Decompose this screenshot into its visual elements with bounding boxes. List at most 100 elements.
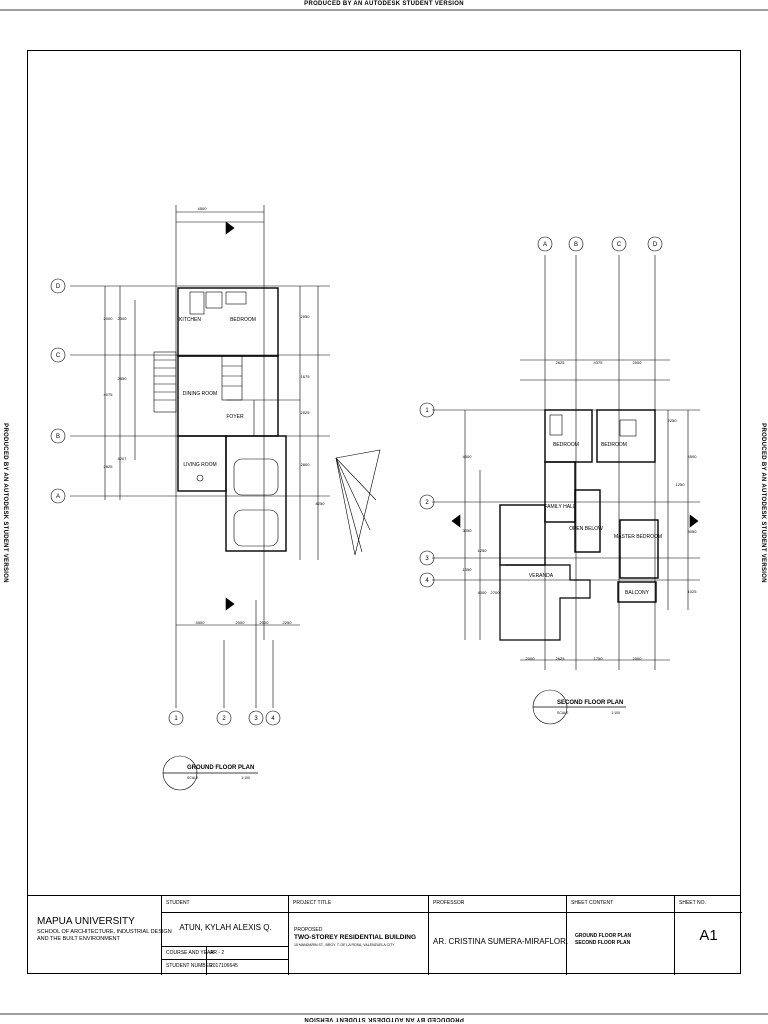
sf-dim-left-2: 3050 <box>463 528 473 533</box>
sheet-content-1: GROUND FLOOR PLAN <box>575 933 632 939</box>
second-floor-labels: A B C D 1 2 3 4 BEDROOM BEDROOM FAMILY H… <box>425 242 697 715</box>
gf-grid-c: C <box>56 353 61 359</box>
gf-dim-bottom-2: 2000 <box>236 620 246 625</box>
student-number-label: STUDENT NUMBER <box>166 963 213 969</box>
university-name: MAPUA UNIVERSITY <box>37 916 135 927</box>
sf-grid-3: 3 <box>425 556 429 562</box>
sf-room-master-bedroom: MASTER BEDROOM <box>614 534 662 540</box>
sf-dim-bottom-4: 2000 <box>633 656 643 661</box>
gf-room-dining: DINING ROOM <box>183 391 217 397</box>
sf-plan-title: SECOND FLOOR PLAN <box>557 700 623 706</box>
sheet-no-label: SHEET NO. <box>679 900 706 906</box>
gf-dim-bottom-4: 2250 <box>283 620 293 625</box>
gf-grid-2: 2 <box>222 716 226 722</box>
gf-dim-left-6: 2625 <box>104 464 114 469</box>
student-number: 2017106645 <box>210 963 238 969</box>
sheet-content-2: SECOND FLOOR PLAN <box>575 940 631 946</box>
tb-sheet-cell: SHEET NO. A1 <box>674 896 742 975</box>
sf-dim-right-4: 3050 <box>688 529 698 534</box>
gf-grid-b: B <box>56 434 60 440</box>
sf-dim-right-5: 1025 <box>688 589 698 594</box>
gf-scale-label: SCALE <box>187 776 199 780</box>
school-name: SCHOOL OF ARCHITECTURE, INDUSTRIAL DESIG… <box>37 929 172 942</box>
sf-dim-left-4: 1050 <box>463 567 473 572</box>
gf-dim-left-5: 4207 <box>118 456 128 461</box>
sf-grid-4: 4 <box>425 578 429 584</box>
sf-grid-2: 2 <box>425 500 429 506</box>
gf-dim-right-4: 2800 <box>301 462 311 467</box>
gf-grid-3: 3 <box>254 716 258 722</box>
sheet-no: A1 <box>699 927 718 944</box>
gf-grid-1: 1 <box>174 716 178 722</box>
sf-scale-label: SCALE <box>557 711 569 715</box>
tb-project-cell: PROJECT TITLE PROPOSED TWO-STOREY RESIDE… <box>288 896 429 975</box>
course-label: COURSE AND YEAR <box>166 950 214 956</box>
sf-room-balcony: BALCONY <box>625 590 650 596</box>
gf-room-bedroom: BEDROOM <box>230 317 256 323</box>
sf-grid-d: D <box>653 242 658 248</box>
gf-dim-right-1: 2050 <box>301 314 311 319</box>
sf-dim-left-3: 1250 <box>478 548 488 553</box>
gf-dim-left-1: 2000 <box>104 316 114 321</box>
sf-room-veranda: VERANDA <box>529 573 554 579</box>
gf-dim-top: 4500 <box>198 206 208 211</box>
sf-grid-1: 1 <box>425 408 429 414</box>
gf-scale: 1:100 <box>241 776 250 780</box>
course-value: AR - 2 <box>210 950 225 956</box>
ground-floor-labels: D C B A 1 2 3 4 KITCHEN BEDROOM DINING R… <box>56 206 325 780</box>
gf-dim-bottom-3: 2000 <box>260 620 270 625</box>
title-block: MAPUA UNIVERSITY SCHOOL OF ARCHITECTURE,… <box>27 895 742 975</box>
ground-floor-plan <box>50 205 381 791</box>
sf-dim-bottom-3: 1750 <box>594 656 604 661</box>
sf-room-bedroom-2: BEDROOM <box>601 442 627 448</box>
gf-grid-d: D <box>56 284 61 290</box>
project-label: PROJECT TITLE <box>293 900 332 906</box>
sf-dim-top-2: 4375 <box>594 360 604 365</box>
second-floor-plan <box>419 236 700 725</box>
sf-dim-top-1: 2625 <box>556 360 566 365</box>
gf-dim-right-2: 1675 <box>301 374 311 379</box>
student-label: STUDENT <box>166 900 190 906</box>
sf-room-family-hall: FAMILY HALL <box>544 504 575 510</box>
sf-dim-right-3: 1250 <box>676 482 686 487</box>
sf-grid-b: B <box>574 242 578 248</box>
gf-room-foyer: FOYER <box>226 414 244 420</box>
professor-label: PROFESSOR <box>433 900 465 906</box>
project-title: TWO-STOREY RESIDENTIAL BUILDING <box>294 934 417 941</box>
sf-dim-left-1: 4500 <box>463 454 473 459</box>
sf-scale: 1:100 <box>611 711 620 715</box>
gf-dim-right-3: 2025 <box>301 410 311 415</box>
gf-dim-left-2: 2000 <box>118 316 128 321</box>
sf-room-open-below: OPEN BELOW <box>569 526 603 532</box>
gf-grid-4: 4 <box>271 716 275 722</box>
tb-university-cell: MAPUA UNIVERSITY SCHOOL OF ARCHITECTURE,… <box>27 896 172 975</box>
watermark-top: PRODUCED BY AN AUTODESK STUDENT VERSION <box>304 1 464 7</box>
sf-dim-bottom-1: 2000 <box>526 656 536 661</box>
gf-dim-bottom-1: 4500 <box>196 620 206 625</box>
project-address: 15 MANDARIN ST., BRGY. T. DE LA ROSA, VA… <box>294 943 395 947</box>
sheet-border <box>27 50 741 974</box>
sf-grid-a: A <box>543 242 547 248</box>
gf-room-living: LIVING ROOM <box>183 462 216 468</box>
sf-dim-bottom-2: 2625 <box>556 656 566 661</box>
gf-grid-a: A <box>56 494 60 500</box>
sheet-content-label: SHEET CONTENT <box>571 900 614 906</box>
sf-dim-left-6: 2700 <box>491 590 501 595</box>
tb-student-cell: STUDENT ATUN, KYLAH ALEXIS Q. COURSE AND… <box>161 896 289 975</box>
sf-dim-left-5: 4000 <box>478 590 488 595</box>
tb-content-cell: SHEET CONTENT GROUND FLOOR PLAN SECOND F… <box>566 896 675 975</box>
gf-dim-left-4: 4075 <box>104 392 114 397</box>
professor-name: AR. CRISTINA SUMERA-MIRAFLOR. <box>433 937 569 946</box>
gf-room-kitchen: KITCHEN <box>179 317 201 323</box>
sf-dim-right-1: 2250 <box>668 418 678 423</box>
student-name: ATUN, KYLAH ALEXIS Q. <box>179 923 272 932</box>
sf-dim-right-2: 4500 <box>688 454 698 459</box>
gf-dim-left-3: 2850 <box>118 376 128 381</box>
sf-grid-c: C <box>617 242 622 248</box>
gf-dim-right-5: 8250 <box>316 501 326 506</box>
tb-professor-cell: PROFESSOR AR. CRISTINA SUMERA-MIRAFLOR. <box>428 896 569 975</box>
project-prefix: PROPOSED <box>294 927 323 933</box>
sf-dim-top-3: 2000 <box>633 360 643 365</box>
gf-plan-title: GROUND FLOOR PLAN <box>187 765 254 771</box>
